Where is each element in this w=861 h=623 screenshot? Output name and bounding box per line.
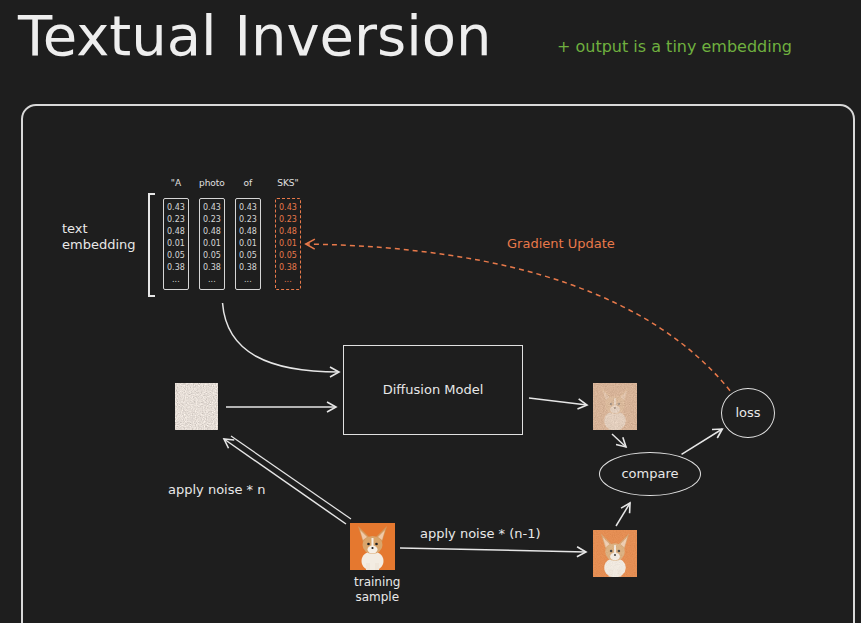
- arrow: [612, 434, 626, 447]
- embedding-group: text embedding"A0.43 0.23 0.48 0.01 0.05…: [148, 193, 310, 297]
- title: Textual Inversion: [18, 2, 492, 69]
- frame: [22, 105, 854, 623]
- vector-values: 0.43 0.23 0.48 0.01 0.05 0.38 ...: [239, 202, 257, 286]
- step-label: apply noise * (n-1): [418, 526, 543, 542]
- target-image: [593, 530, 637, 577]
- image-caption: training sample: [352, 575, 403, 605]
- arrow: [231, 436, 351, 519]
- token-label: SKS": [277, 177, 298, 189]
- arrow: [529, 398, 587, 405]
- embedding-vector: of0.43 0.23 0.48 0.01 0.05 0.38 ...: [235, 198, 261, 290]
- subtitle-note: + output is a tiny embedding: [555, 37, 794, 56]
- embedding-vector: SKS"0.43 0.23 0.48 0.01 0.05 0.38 ...: [275, 198, 301, 290]
- ellipse-node: loss: [721, 388, 775, 438]
- step-label: apply noise * n: [166, 482, 268, 498]
- node-label: Diffusion Model: [383, 382, 484, 398]
- process-box: Diffusion Model: [343, 345, 523, 435]
- training-sample-image: [350, 523, 395, 571]
- group-label: text embedding: [62, 221, 136, 253]
- flow-arrow: [682, 429, 723, 454]
- arrow: [226, 406, 336, 408]
- edge-label: Gradient Update: [505, 236, 617, 252]
- vector-values: 0.43 0.23 0.48 0.01 0.05 0.38 ...: [279, 202, 297, 286]
- arrow: [616, 503, 630, 526]
- predicted-image: [593, 383, 637, 430]
- flow-arrow: [223, 303, 339, 372]
- embedding-vector: photo0.43 0.23 0.48 0.01 0.05 0.38 ...: [199, 198, 225, 290]
- bracket: [148, 193, 155, 297]
- noisy-image: [175, 383, 218, 430]
- token-label: "A: [171, 177, 181, 189]
- ellipse-node: compare: [599, 452, 701, 496]
- node-label: compare: [621, 466, 678, 482]
- vector-values: 0.43 0.23 0.48 0.01 0.05 0.38 ...: [167, 202, 185, 286]
- token-label: of: [244, 177, 253, 189]
- arrow: [400, 548, 586, 552]
- vector-values: 0.43 0.23 0.48 0.01 0.05 0.38 ...: [203, 202, 221, 286]
- node-label: loss: [735, 405, 760, 421]
- gradient-arrow: [306, 244, 730, 391]
- token-label: photo: [199, 177, 225, 189]
- embedding-vector: "A0.43 0.23 0.48 0.01 0.05 0.38 ...: [163, 198, 189, 290]
